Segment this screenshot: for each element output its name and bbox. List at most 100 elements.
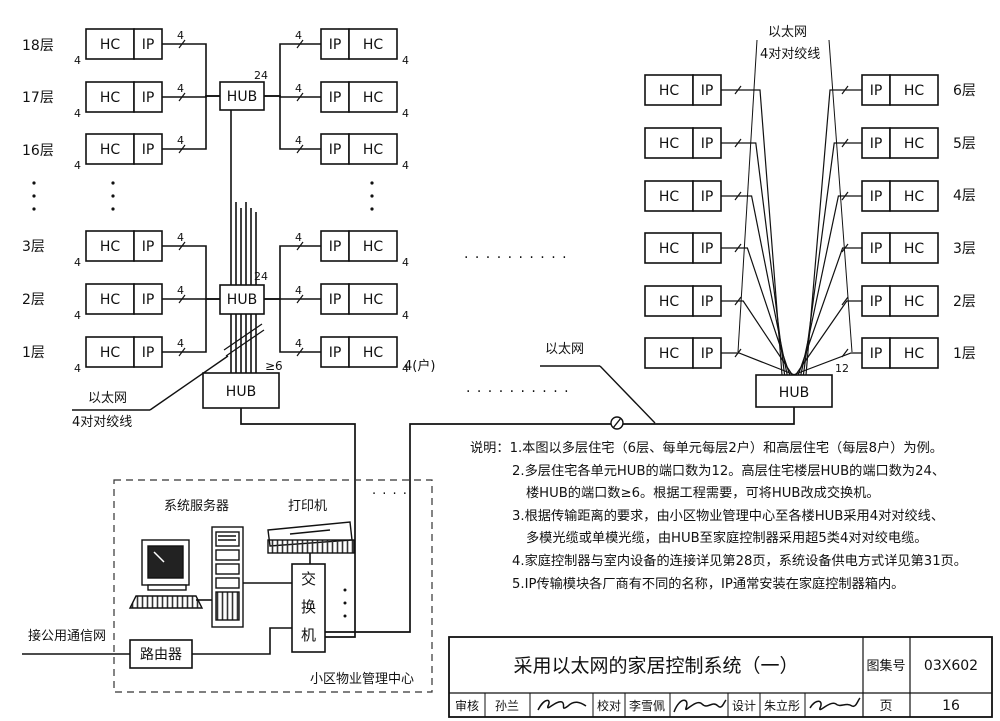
ip-label: IP (142, 345, 155, 361)
right-floor-labels: 6层 5层 4层 3层 2层 1层 (953, 83, 976, 362)
ip-label: IP (701, 241, 714, 257)
proof-label: 校对 (597, 698, 621, 713)
wire-count: 4 (74, 107, 81, 120)
backbone-cabling (240, 407, 795, 638)
center-label: 小区物业管理中心 (310, 672, 414, 687)
wire-count: 4 (177, 337, 184, 350)
wire-count: 4 (295, 231, 302, 244)
ip-label: IP (870, 241, 883, 257)
ip-label: IP (701, 346, 714, 362)
ip-label: IP (142, 37, 155, 53)
right-floor-6: 6层 (953, 83, 976, 99)
printer-icon (267, 521, 355, 554)
svg-text:路由器: 路由器 (140, 647, 182, 663)
ellipsis-between-lower: · · · · · · · · · · (466, 384, 570, 400)
note-3: 3.根据传输距离的要求，由小区物业管理中心至各楼HUB采用4对对绞线、 (512, 508, 945, 524)
atlas-label: 图集号 (866, 658, 905, 674)
building-hub-ports: ≥6 (265, 359, 283, 373)
wire-count: 4 (295, 29, 302, 42)
wire-count: 4 (402, 256, 409, 269)
proof-name: 李雪佩 (629, 698, 665, 713)
svg-text:HUB: HUB (779, 385, 809, 401)
svg-text:以太网: 以太网 (545, 342, 584, 357)
note-3-cont: 多模光缆或单模光缆，由HUB至家庭控制器采用超5类4对对绞电缆。 (526, 531, 928, 547)
note-2-cont: 楼HUB的端口数≥6。根据工程需要，可将HUB改成交换机。 (526, 486, 880, 502)
left-hub-building: HUB ≥6 (202, 359, 283, 409)
note-5: 5.IP传输模块各厂商有不同的名称，IP通常安装在家庭控制器箱内。 (512, 576, 905, 592)
right-ethernet-top-label: 以太网 4对对绞线 (760, 25, 820, 62)
wire-count: 4 (402, 54, 409, 67)
wire-count: 4 (402, 107, 409, 120)
hc-label: HC (904, 189, 925, 205)
svg-text:以太网: 以太网 (768, 25, 807, 40)
wire-count: 4 (74, 256, 81, 269)
ip-label: IP (701, 83, 714, 99)
svg-text:4对对绞线: 4对对绞线 (72, 414, 132, 430)
left-riser-bundle (223, 110, 265, 373)
hc-label: HC (659, 346, 680, 362)
left-floor-17: 17层 (22, 90, 54, 106)
ip-label: IP (701, 294, 714, 310)
left-floor-3: 3层 (22, 239, 45, 255)
hc-label: HC (363, 345, 384, 361)
wire-count: 4 (74, 159, 81, 172)
server-label: 系统服务器 (164, 498, 229, 514)
ip-label: IP (329, 90, 342, 106)
hc-label: HC (363, 239, 384, 255)
hc-label: HC (904, 136, 925, 152)
left-hub-top: HUB 24 (219, 69, 268, 111)
hc-label: HC (659, 136, 680, 152)
wire-count: 4 (402, 159, 409, 172)
wire-count: 4 (402, 362, 409, 375)
hub-low-ports: 24 (254, 270, 268, 283)
wire-count: 4 (177, 284, 184, 297)
ip-label: IP (329, 239, 342, 255)
left-ethernet-label: 以太网 4对对绞线 (72, 355, 229, 430)
wire-count: 4 (74, 54, 81, 67)
ellipsis-between-upper: · · · · · · · · · · (464, 250, 568, 266)
wire-count: 4 (295, 284, 302, 297)
right-floor-1: 1层 (953, 346, 976, 362)
right-hub: HUB 12 (755, 362, 849, 408)
hub-top-ports: 24 (254, 69, 268, 82)
wire-count: 4 (295, 82, 302, 95)
ip-label: IP (329, 142, 342, 158)
ip-label: IP (142, 142, 155, 158)
left-floor-16: 16层 (22, 143, 54, 159)
svg-text:交: 交 (301, 570, 316, 588)
hc-label: HC (100, 37, 121, 53)
right-hub-ports: 12 (835, 362, 849, 375)
note-2: 2.多层住宅各单元HUB的端口数为12。高层住宅楼层HUB的端口数为24、 (512, 463, 946, 479)
hc-label: HC (904, 241, 925, 257)
left-floor-18: 18层 (22, 38, 54, 54)
hc-label: HC (904, 83, 925, 99)
ip-label: IP (329, 292, 342, 308)
router-box: 路由器 (129, 639, 193, 669)
left-floor-1: 1层 (22, 345, 45, 361)
hc-label: HC (100, 90, 121, 106)
switch-box: 交 换 机 (291, 563, 326, 653)
note-4: 4.家庭控制器与室内设备的连接详见第28页，系统设备供电方式详见第31页。 (512, 553, 967, 569)
note-1: 说明：1.本图以多层住宅（6层、每单元每层2户）和高层住宅（每层8户）为例。 (470, 441, 943, 456)
wire-count: 4 (295, 337, 302, 350)
wire-count: 4 (295, 134, 302, 147)
hc-label: HC (100, 142, 121, 158)
wire-count: 4 (74, 309, 81, 322)
ip-label: IP (142, 90, 155, 106)
svg-text:4对对绞线: 4对对绞线 (760, 46, 820, 62)
ip-label: IP (870, 294, 883, 310)
svg-text:HUB: HUB (227, 89, 257, 105)
wire-count: 4 (177, 134, 184, 147)
drawing-title: 采用以太网的家居控制系统（一） (513, 655, 798, 677)
title-block (448, 636, 993, 718)
svg-text:机: 机 (301, 626, 316, 644)
svg-text:HUB: HUB (226, 384, 256, 400)
ip-label: IP (870, 346, 883, 362)
right-floor-3: 3层 (953, 241, 976, 257)
left-ellipsis-dots (32, 181, 374, 211)
ip-label: IP (870, 136, 883, 152)
switch-dots-top: · · · · (372, 487, 408, 502)
left-floor-2: 2层 (22, 292, 45, 308)
hc-label: HC (904, 346, 925, 362)
